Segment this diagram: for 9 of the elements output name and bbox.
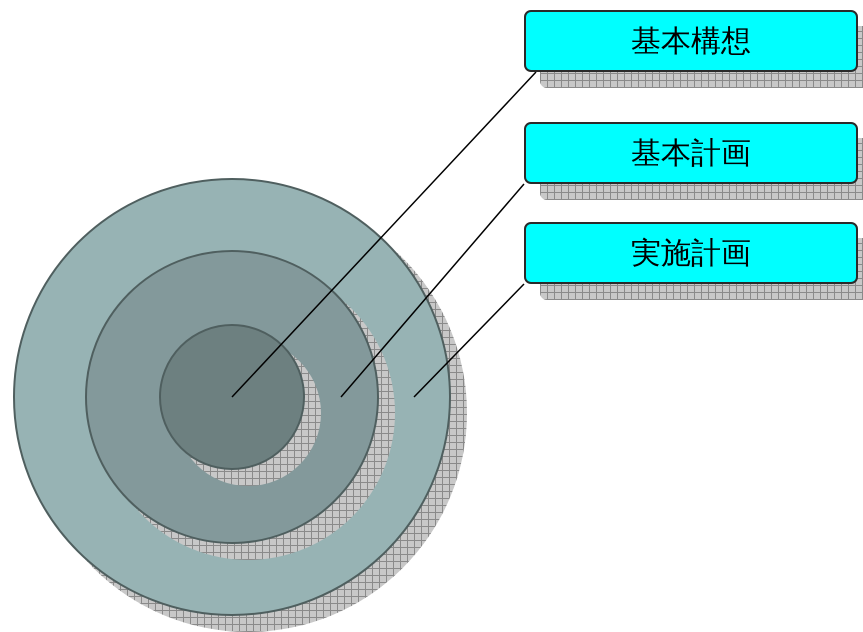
leader-line xyxy=(231,71,537,398)
label-text: 実施計画 xyxy=(631,234,751,272)
label-text: 基本計画 xyxy=(631,134,751,172)
label-box xyxy=(524,222,858,284)
label-text: 基本構想 xyxy=(631,22,751,60)
label-box xyxy=(524,10,858,72)
leader-line xyxy=(413,283,525,398)
leader-line xyxy=(340,184,525,398)
label-box xyxy=(524,122,858,184)
